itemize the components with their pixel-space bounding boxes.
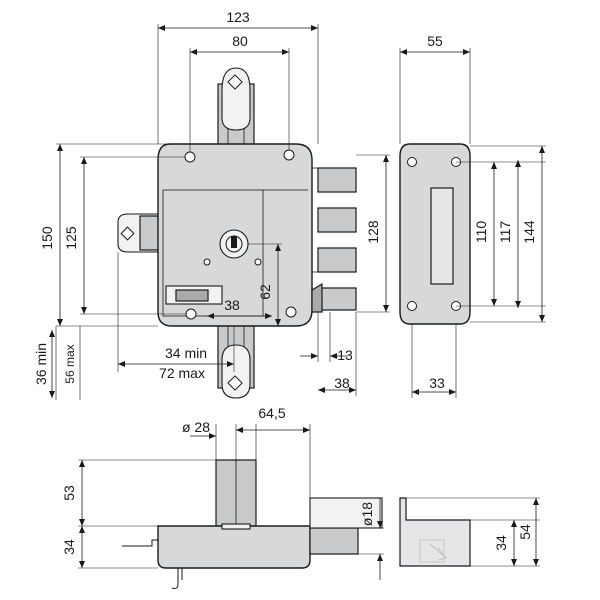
dim-128: 128 xyxy=(365,220,381,244)
dim-123: 123 xyxy=(226,9,250,25)
dim-dia-28: ø 28 xyxy=(182,419,210,435)
upper-rod xyxy=(217,67,255,151)
dim-13: 13 xyxy=(337,347,353,363)
deadbolts xyxy=(312,167,357,273)
dim-62: 62 xyxy=(257,284,273,300)
dim-34-bottom: 34 xyxy=(61,539,77,555)
dim-80: 80 xyxy=(232,33,248,49)
dim-38-key: 38 xyxy=(224,297,240,313)
dim-dia-18: ø18 xyxy=(359,502,375,526)
dim-54-side: 54 xyxy=(517,524,533,540)
dim-55: 55 xyxy=(427,33,443,49)
dim-36-min: 36 min xyxy=(33,343,49,385)
dim-64-5: 64,5 xyxy=(258,405,285,421)
lower-rod xyxy=(217,321,255,399)
dim-34-side: 34 xyxy=(493,535,509,551)
left-latch xyxy=(117,213,161,253)
dim-56-max: 56 max xyxy=(63,344,77,383)
dim-53: 53 xyxy=(61,485,77,501)
dim-34-min: 34 min xyxy=(165,345,207,361)
dimension-lines xyxy=(49,24,546,580)
dimension-labels: 123 80 55 150 125 128 110 117 144 62 38 … xyxy=(33,9,537,555)
dim-125: 125 xyxy=(63,226,79,250)
front-view xyxy=(117,67,357,399)
bottom-section-view xyxy=(122,459,471,589)
dim-110: 110 xyxy=(473,221,489,244)
screw-bottom-left xyxy=(185,308,197,320)
dim-117: 117 xyxy=(497,221,513,244)
dim-33: 33 xyxy=(429,375,445,391)
screw-top-right xyxy=(283,149,295,161)
keyhole-icon xyxy=(219,229,249,259)
dim-150: 150 xyxy=(39,226,55,250)
screw-top-left xyxy=(184,151,196,163)
dim-144: 144 xyxy=(521,220,537,244)
dim-72-max: 72 max xyxy=(159,365,205,381)
screw-bottom-right xyxy=(285,306,297,318)
watermark-logo-icon xyxy=(419,539,448,563)
side-view-faceplate xyxy=(399,143,471,325)
dim-38-throw: 38 xyxy=(334,375,350,391)
latch-bolt xyxy=(311,282,357,313)
